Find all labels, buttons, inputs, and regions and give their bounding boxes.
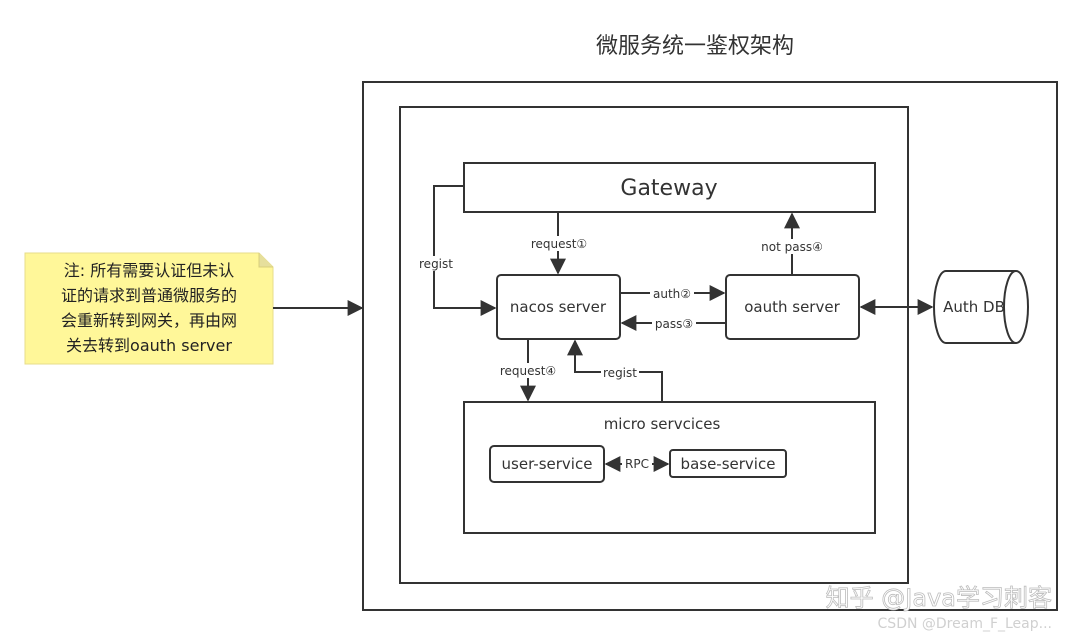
- nacos-label: nacos server: [510, 298, 607, 316]
- gateway-label: Gateway: [620, 176, 717, 201]
- user-service-label: user-service: [502, 455, 593, 473]
- edge-request1-label: request①: [531, 237, 587, 251]
- micro-services-node: micro servcices user-service base-servic…: [463, 401, 876, 534]
- edge-regist-left-label: regist: [419, 257, 453, 271]
- note-line-3: 会重新转到网关，再由网: [61, 311, 237, 330]
- note-line-2: 证的请求到普通微服务的: [61, 286, 237, 305]
- diagram-title: 微服务统一鉴权架构: [596, 34, 794, 59]
- note-line-4: 关去转到oauth server: [66, 336, 232, 355]
- micro-services-label: micro servcices: [604, 415, 721, 433]
- gateway-node: Gateway: [463, 162, 876, 213]
- watermark-secondary: CSDN @Dream_F_Leap...: [878, 616, 1052, 632]
- base-service-box: [669, 449, 787, 478]
- base-service-label: base-service: [681, 455, 776, 473]
- edge-regist-left: [433, 185, 497, 316]
- auth-db-node: Auth DB: [933, 270, 1029, 344]
- edge-regist-bottom-label: regist: [603, 366, 637, 380]
- auth-db-label: Auth DB: [943, 298, 1005, 316]
- edge-request4-label: request④: [500, 364, 556, 378]
- watermark-primary: 知乎 @Java学习刺客: [826, 584, 1052, 612]
- note-line-1: 注: 所有需要认证但未认: [64, 261, 234, 280]
- edge-auth2-label: auth②: [653, 287, 691, 301]
- oauth-node: oauth server: [725, 274, 860, 340]
- oauth-label: oauth server: [744, 298, 840, 316]
- edge-not-pass4-label: not pass④: [761, 240, 823, 254]
- edge-pass3-label: pass③: [655, 317, 693, 331]
- note: 注: 所有需要认证但未认 证的请求到普通微服务的 会重新转到网关，再由网 关去转…: [24, 252, 274, 365]
- edge-rpc-label: RPC: [625, 457, 649, 471]
- user-service-box: [489, 445, 605, 483]
- nacos-node: nacos server: [496, 274, 621, 340]
